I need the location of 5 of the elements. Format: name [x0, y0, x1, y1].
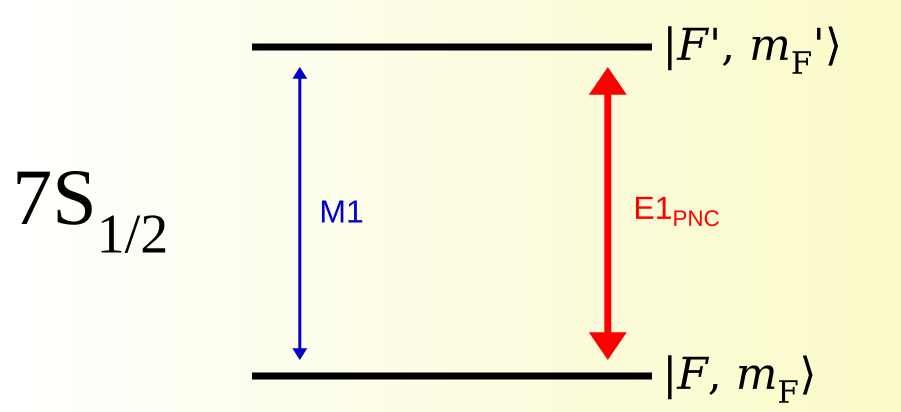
state-label: |F, m$_{F}$⟩: [668, 355, 813, 403]
edge-label: E1$_{PNC}$: [636, 196, 719, 226]
state-label: |F', m$_{F}$'⟩: [668, 26, 838, 74]
level-label: 7S$_{1/2}$: [17, 171, 166, 254]
edge-label: M1: [322, 200, 362, 222]
